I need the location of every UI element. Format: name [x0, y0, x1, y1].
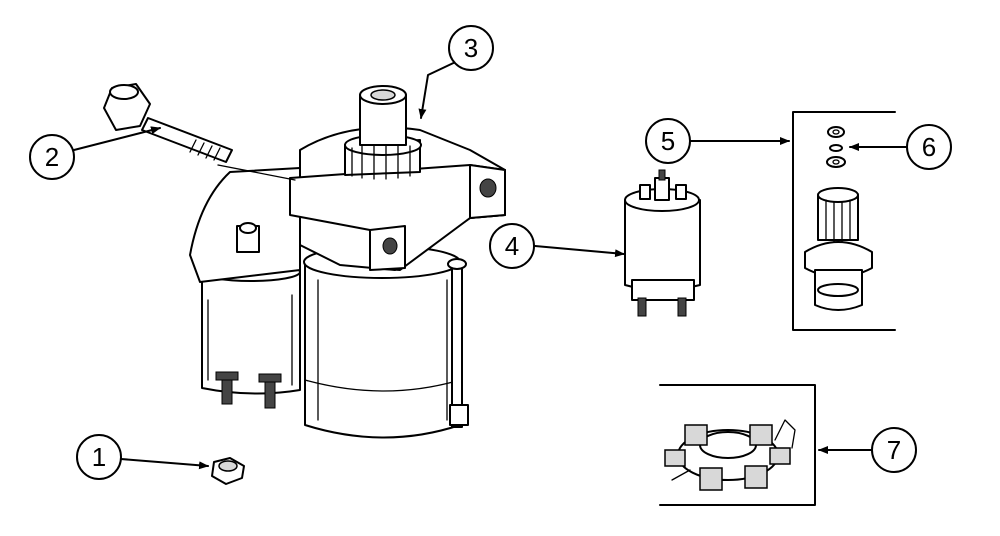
- leader-1: [120, 458, 209, 470]
- leader-3: [418, 57, 465, 119]
- callout-2: 2: [29, 134, 75, 180]
- callout-7: 7: [871, 427, 917, 473]
- starter-motor-drawing: [189, 85, 506, 439]
- callout-6: 6: [906, 124, 952, 170]
- callout-label-5: 5: [661, 126, 675, 156]
- callout-label-3: 3: [464, 33, 478, 63]
- callout-1: 1: [76, 434, 122, 480]
- callout-label-7: 7: [887, 435, 901, 465]
- solenoid-drawing: [624, 169, 701, 317]
- callout-label-1: 1: [92, 442, 106, 472]
- callout-label-4: 4: [505, 231, 519, 261]
- leader-4: [534, 245, 625, 258]
- leader-2: [73, 126, 161, 151]
- nut-drawing: [211, 457, 245, 485]
- callout-3: 3: [448, 25, 494, 71]
- callout-label-6: 6: [922, 132, 936, 162]
- callout-4: 4: [489, 223, 535, 269]
- callout-label-2: 2: [45, 142, 59, 172]
- pinion-kit-box: [792, 111, 896, 331]
- leader-lines: [73, 57, 908, 470]
- callout-5: 5: [645, 118, 691, 164]
- brush-holder-box: [659, 384, 816, 506]
- bolt-drawing: [103, 83, 296, 181]
